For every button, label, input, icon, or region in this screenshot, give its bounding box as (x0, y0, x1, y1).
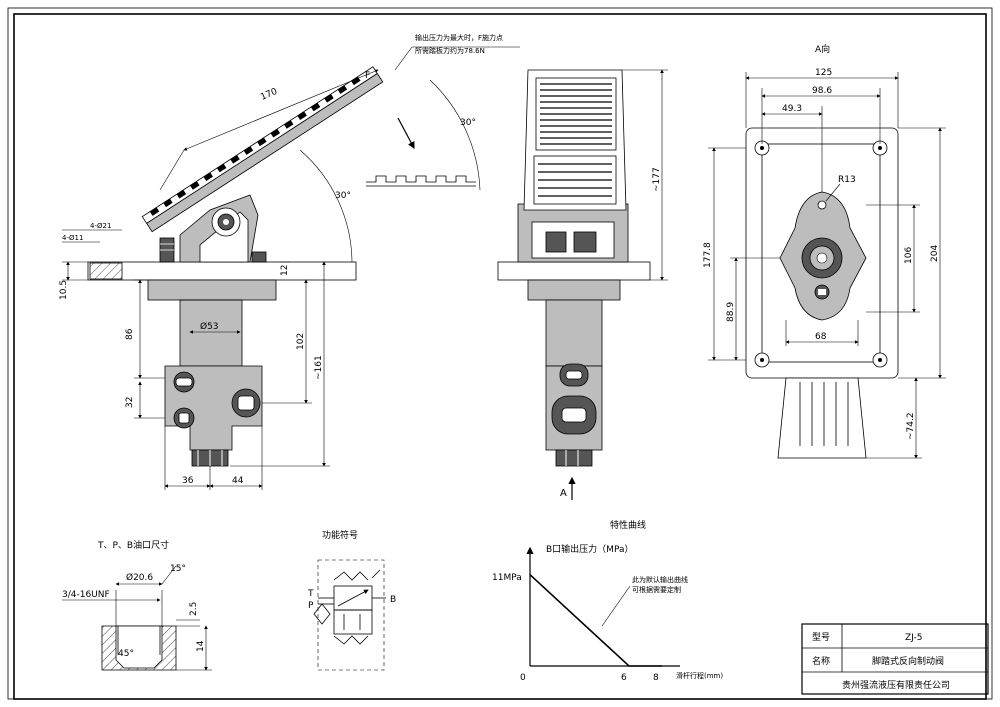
note-line-1: 输出压力为最大时，F施力点 (415, 33, 503, 42)
dim-flange: 12 (280, 265, 290, 276)
dim-44: 44 (232, 476, 244, 486)
dim-68: 68 (815, 332, 827, 342)
dim-106: 106 (904, 247, 914, 264)
dim-177: ~177 (652, 167, 662, 192)
dim-86: 86 (125, 328, 135, 340)
serration-detail (366, 175, 476, 183)
front-view: ~177 A (497, 69, 668, 500)
function-symbol: 功能符号 T P B (307, 529, 396, 671)
a-view-title: A向 (815, 43, 830, 55)
angle-arc-top (429, 79, 481, 191)
port-dim-thread: 3/4-16UNF (62, 590, 110, 600)
chart-note-line-1: 此为默认输出曲线 (632, 575, 688, 584)
chart-xlabel: 滑杆行程(mm) (676, 671, 723, 680)
value-model: ZJ-5 (905, 633, 922, 643)
symbol-port-p: P (308, 601, 314, 611)
port-detail: T、P、B油口尺寸 Ø20.6 15° 3/4-16UNF 2.5 14 45° (62, 539, 212, 671)
symbol-port-t: T (307, 589, 314, 599)
dim-49-3: 49.3 (782, 104, 802, 114)
dim-body-dia: Ø53 (200, 321, 219, 332)
dim-74-2: ~74.2 (906, 412, 916, 440)
a-view: A向 125 98.6 49.3 (703, 43, 946, 459)
label-name: 名称 (812, 655, 830, 667)
dim-r13: R13 (838, 175, 856, 185)
note-line-2: 所需踏板力约为78.6N (415, 46, 485, 55)
value-name: 脚踏式反向制动阀 (872, 655, 944, 667)
chart-y-tick: 11MPa (492, 573, 522, 583)
company-name: 贵州强流液压有限责任公司 (842, 679, 950, 691)
dim-hole-large: 4-Ø11 (62, 234, 83, 242)
dim-204: 204 (930, 245, 940, 262)
chart-note-line-2: 可根据需要定制 (632, 585, 681, 594)
chart-ylabel: B口输出压力（MPa） (546, 543, 633, 555)
port-dim-dia: Ø20.6 (126, 572, 153, 583)
angle-arc-bottom (299, 149, 353, 263)
characteristic-chart: 特性曲线 B口输出压力（MPa） 11MPa 0 6 8 此为默认输出曲线 可根… (492, 519, 723, 683)
label-model: 型号 (812, 632, 830, 643)
chart-x-tick-6: 6 (621, 673, 627, 683)
dim-32: 32 (125, 397, 135, 408)
symbol-title: 功能符号 (322, 529, 358, 541)
dim-pedal-length: 170 (259, 87, 279, 103)
press-direction-arrow (397, 117, 415, 150)
port-dim-2-5: 2.5 (189, 602, 199, 616)
chart-note-leader (601, 585, 631, 627)
dim-88-9: 88.9 (726, 302, 736, 322)
dim-36: 36 (182, 476, 194, 486)
dim-125: 125 (815, 68, 832, 78)
port-detail-title: T、P、B油口尺寸 (97, 539, 169, 551)
dim-hole-small: 4-Ø21 (90, 222, 111, 230)
chart-series-line (529, 574, 662, 667)
a-view-lower-body (777, 377, 867, 459)
port-dim-angle-bottom: 45° (118, 649, 134, 659)
dim-177-8: 177.8 (703, 242, 713, 268)
title-block: 型号 ZJ-5 名称 脚踏式反向制动阀 贵州强流液压有限责任公司 (801, 623, 989, 695)
side-view: 170 F 输出压力为最大时，F施力点 所需踏板力约为78.6N 30° 30°… (59, 33, 520, 490)
base-plate-section (89, 262, 123, 280)
dim-angle-top: 30° (460, 118, 476, 128)
force-label: F (365, 71, 370, 81)
dim-98-6: 98.6 (812, 86, 832, 96)
dim-102: 102 (296, 333, 306, 350)
chart-x-tick-0: 0 (520, 673, 526, 683)
dim-angle-bottom: 30° (335, 191, 351, 201)
port-dim-14: 14 (196, 640, 206, 652)
dim-base-thickness: 10.5 (59, 280, 69, 300)
view-a-label: A (560, 488, 567, 499)
chart-title: 特性曲线 (610, 519, 646, 531)
port-dim-angle-top: 15° (170, 564, 186, 574)
symbol-port-b: B (390, 595, 396, 605)
dim-161: ~161 (314, 355, 324, 380)
chart-x-tick-8: 8 (653, 673, 659, 683)
inner-frame (13, 13, 987, 700)
